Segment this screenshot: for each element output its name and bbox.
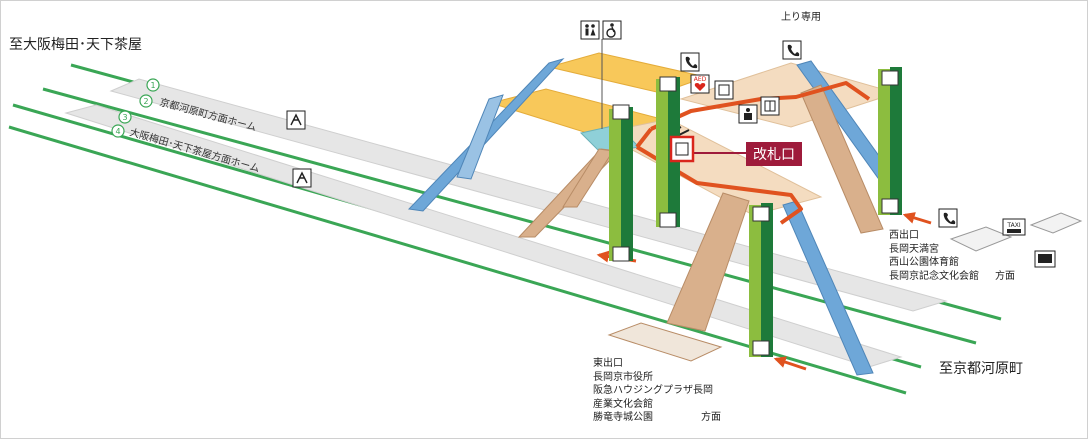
aed-icon: AED <box>690 74 710 94</box>
east-exit-line: 長岡京市役所 <box>593 371 653 383</box>
elevator-icon <box>881 198 899 214</box>
transfer-icon <box>286 110 306 130</box>
taxi-label: TAXI <box>1006 222 1020 229</box>
east-exit-suffix: 方面 <box>701 412 721 423</box>
east-exit-line: 産業文化会館 <box>593 398 653 410</box>
stairs <box>517 84 884 362</box>
destination-kyoto: 至京都河原町 <box>939 361 1023 377</box>
stair <box>800 84 884 234</box>
west-exit-suffix: 方面 <box>995 270 1015 282</box>
east-exit-name: 勝竜寺城公園 <box>593 412 653 423</box>
elevator-tower <box>749 203 773 357</box>
wheelchair-icon <box>602 20 622 40</box>
west-exit-info: 西出口 長岡天満宮 西山公園体育館 長岡京記念文化会館 方面 <box>889 229 1015 283</box>
bus-icon <box>1034 250 1056 268</box>
up-only-label: 上り専用 <box>781 12 821 23</box>
route-arrow <box>902 212 932 225</box>
west-exit-pad <box>949 226 1013 252</box>
east-exit-info: 東出口 長岡京市役所 阪急ハウジングプラザ長岡 産業文化会館 勝竜寺城公園 方面 <box>593 357 721 425</box>
stair-landing <box>607 322 723 362</box>
phone-icon <box>680 52 700 72</box>
west-exit-line: 西出口 <box>889 230 919 241</box>
west-exit-line: 長岡京記念文化会館 方面 <box>889 270 1015 284</box>
east-exit-line: 阪急ハウジングプラザ長岡 <box>593 385 713 396</box>
route-arrow <box>773 356 807 371</box>
phone-icon <box>938 208 958 228</box>
platform-number-badges: 1 2 3 4 <box>111 78 160 138</box>
west-exit-name: 長岡京記念文化会館 <box>889 270 979 282</box>
elevator-tower <box>656 76 680 228</box>
taxi-icon: TAXI <box>1002 218 1026 236</box>
coin-locker-icon <box>760 96 780 116</box>
west-exit-line: 長岡天満宮 <box>889 243 939 255</box>
platform-number: 3 <box>122 113 127 122</box>
platform-number-badge <box>111 124 125 138</box>
platform-1-2 <box>109 78 948 312</box>
west-exit-line: 西山公園体育館 <box>889 257 959 268</box>
taxi-pad <box>1029 212 1083 234</box>
destination-osaka: 至大阪梅田･天下茶屋 <box>9 37 142 53</box>
transfer-icon <box>292 168 312 188</box>
elevator-icon <box>881 70 899 86</box>
route-line <box>635 127 653 149</box>
platform-number-badge <box>118 110 132 124</box>
platform-number: 4 <box>115 127 120 136</box>
gate-label: 改札口 <box>746 142 802 166</box>
platform-number-badge <box>146 78 160 92</box>
elevator-icon <box>752 340 770 356</box>
escalator <box>456 94 504 180</box>
ticket-machine-icon <box>714 80 734 100</box>
elevator-tower <box>878 67 902 215</box>
bridge-deck <box>599 118 823 216</box>
elevator-icon <box>659 212 677 228</box>
ticket-gate <box>678 129 690 136</box>
station-office-icon <box>738 104 758 124</box>
elevator-icon <box>659 76 677 92</box>
east-exit-line: 東出口 <box>593 358 623 369</box>
elevator-icon <box>752 206 770 222</box>
platform-number-badge <box>139 94 153 108</box>
facility-icons: AED <box>286 20 1056 268</box>
stair <box>562 148 614 208</box>
gate-elevator-icon <box>669 135 695 163</box>
platform-number: 1 <box>150 81 155 90</box>
track-line <box>42 87 977 345</box>
phone-icon <box>782 40 802 60</box>
escalator <box>782 200 874 376</box>
stair <box>666 192 750 332</box>
toilet-icon <box>580 20 600 40</box>
elevator-towers <box>609 67 902 357</box>
elevator-tower <box>609 104 633 262</box>
elevator-icon <box>612 246 630 262</box>
platform-number: 2 <box>143 97 148 106</box>
elevator-icon <box>612 104 630 120</box>
east-exit-line: 勝竜寺城公園 方面 <box>593 411 721 425</box>
aed-label: AED <box>694 76 707 83</box>
